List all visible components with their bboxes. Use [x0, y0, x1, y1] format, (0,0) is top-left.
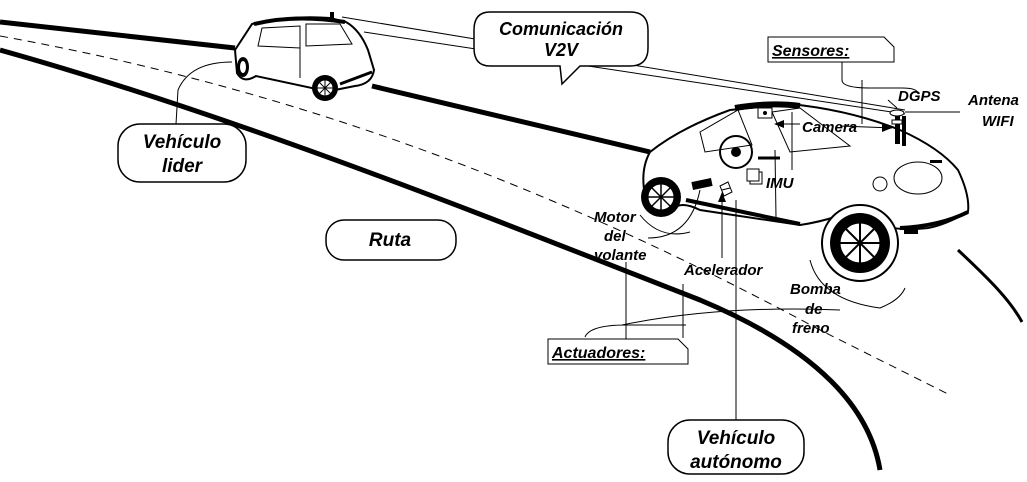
leader-vehicle: [233, 12, 376, 101]
autonomous-vehicle-door-line: [774, 149, 777, 219]
leader-vehicle-window: [257, 25, 301, 49]
vehiculo-autonomo-label-line2: autónomo: [690, 452, 782, 473]
camera-label: Camera: [802, 119, 857, 136]
rear-wheel-arch: [639, 214, 691, 235]
dgps-antenna-icon: [889, 109, 905, 144]
steering-wheel-icon: [719, 135, 753, 169]
steering-motor-icon: [691, 178, 713, 190]
leader-vehicle-windshield: [305, 23, 353, 47]
ruta-bubble: [325, 219, 457, 261]
leader-vehicle-antenna: [330, 12, 334, 22]
ruta-callout: Ruta: [325, 219, 457, 261]
road-edge-top: [371, 83, 651, 155]
vehiculo-autonomo-label-line1: Vehículo: [697, 428, 775, 449]
motor-label-line1: Motor: [594, 209, 637, 226]
road-edge-top: [0, 19, 236, 51]
vehiculo-lider-label-line2: lider: [162, 156, 204, 177]
imu-label: IMU: [766, 175, 795, 192]
accelerator-pedal-icon: [719, 181, 733, 197]
autonomous-vehicle-roof: [734, 101, 801, 111]
v2v-line-lower: [363, 31, 906, 115]
sensores-brace: [841, 62, 919, 95]
motor-label-line3: volante: [594, 247, 647, 264]
camera-device-icon: [757, 107, 773, 119]
vehiculo-lider-callout: Vehículo lider: [117, 123, 247, 183]
vehiculo-autonomo-callout: Vehículo autónomo: [667, 419, 805, 475]
road: [0, 19, 1024, 471]
pointer-lines: [175, 61, 960, 420]
leader-vehicle-body: [233, 16, 376, 95]
v2v-label-line2: V2V: [544, 40, 580, 60]
actuadores-label: Actuadores:: [551, 345, 645, 362]
leader-vehicle-front-wheel: [312, 75, 338, 101]
road-edge-right: [956, 248, 1024, 323]
bomba-label-line3: freno: [792, 320, 830, 337]
antena-label-line1: Antena: [967, 92, 1019, 109]
ruta-label: Ruta: [369, 230, 412, 251]
autonomous-vehicle-side-mark: [930, 160, 942, 163]
leader-vehicle-roof: [253, 16, 346, 26]
autonomous-vehicle-bumper: [899, 210, 969, 230]
v2v-label-line1: Comunicación: [499, 19, 623, 39]
autonomous-vehicle-headlight: [893, 161, 943, 195]
road-center-dashed: [0, 35, 951, 396]
actuadores-brace: [584, 324, 686, 338]
sensores-box: Sensores:: [767, 36, 895, 63]
actuadores-box: Actuadores:: [547, 338, 689, 365]
sensores-box-border: [767, 36, 895, 63]
leader-vehicle-rear-wheel: [237, 57, 249, 77]
autonomous-vehicle-side-skirt: [685, 198, 801, 226]
lider-pointer: [175, 61, 233, 125]
camera-left-arrow: [774, 120, 784, 128]
autonomous-vehicle-front-window: [699, 109, 753, 153]
sensores-label: Sensores:: [772, 43, 849, 60]
autonomous-vehicle-foglight: [872, 176, 888, 192]
vehiculo-lider-bubble: [117, 123, 247, 183]
motor-device-pointer: [647, 189, 701, 239]
acelerador-label: Acelerador: [683, 262, 764, 279]
v2v-callout: Comunicación V2V: [473, 11, 649, 86]
imu-device-icon: [746, 168, 763, 185]
dgps-pointer: [887, 99, 898, 109]
camera-arrow: [882, 124, 892, 132]
v2v-callout-bubble: [473, 11, 649, 86]
rear-wheel: [641, 177, 681, 217]
actuadores-box-border: [547, 338, 689, 365]
vehiculo-autonomo-bubble: [667, 419, 805, 475]
bomba-label-line2: de: [805, 301, 823, 318]
leader-vehicle-bumper: [339, 70, 373, 86]
dgps-label: DGPS: [898, 88, 941, 105]
front-wheel: [821, 204, 899, 282]
acelerador-device-arrow: [718, 192, 726, 202]
front-wheel-arch: [809, 259, 906, 309]
motor-label-line2: del: [604, 228, 627, 245]
wifi-antenna-icon: [902, 116, 906, 146]
antena-label-line2: WIFI: [982, 113, 1014, 130]
vehiculo-lider-label-line1: Vehículo: [143, 132, 221, 153]
bomba-pointer: [621, 308, 841, 326]
autonomous-vehicle-indicator: [904, 228, 918, 234]
road-edge-bottom: [0, 47, 883, 471]
bomba-label-line1: Bomba: [790, 281, 841, 298]
